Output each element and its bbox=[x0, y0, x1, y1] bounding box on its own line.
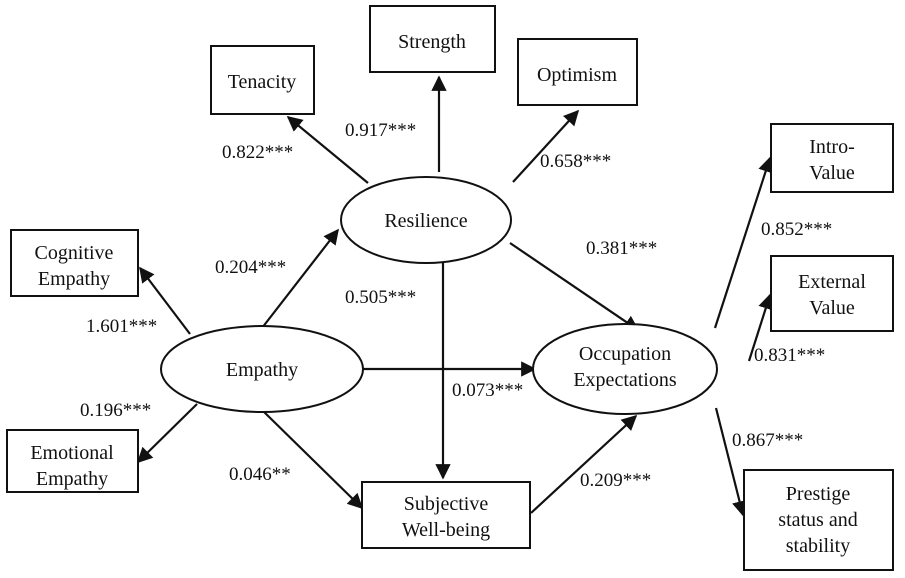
node-label: Tenacity bbox=[228, 71, 297, 93]
node-label: stability bbox=[786, 535, 850, 557]
node-label: Subjective bbox=[404, 493, 489, 515]
edge-empathy-emotional bbox=[136, 403, 198, 464]
node-label: Expectations bbox=[573, 369, 677, 391]
edge-occupation-external bbox=[747, 293, 774, 362]
edge-resilience-occupation bbox=[509, 242, 640, 331]
coef-empathy-cognitive: 1.601*** bbox=[86, 316, 157, 337]
coef-occupation-external: 0.831*** bbox=[754, 345, 825, 366]
node-external-value: External Value bbox=[770, 255, 894, 332]
coef-resilience-strength: 0.917*** bbox=[345, 120, 416, 141]
node-label: Emotional bbox=[30, 442, 114, 464]
edge-resilience-optimism bbox=[512, 109, 580, 183]
edge-empathy-cognitive bbox=[139, 266, 191, 335]
node-empathy: Empathy bbox=[160, 325, 364, 413]
edge-labels: 0.822*** 0.917*** 0.658*** 0.204*** 1.60… bbox=[80, 120, 832, 491]
node-subjective-wellbeing: Subjective Well-being bbox=[361, 481, 531, 549]
coef-resilience-wellbeing: 0.505*** bbox=[345, 287, 416, 308]
edge-resilience-tenacity bbox=[286, 116, 369, 184]
coef-occupation-intro: 0.852*** bbox=[761, 219, 832, 240]
node-label: Value bbox=[809, 297, 855, 319]
node-label: Value bbox=[809, 162, 855, 184]
coef-empathy-wellbeing: 0.046** bbox=[229, 464, 291, 485]
node-cognitive-empathy: Cognitive Empathy bbox=[10, 229, 139, 297]
edges bbox=[136, 75, 774, 517]
node-label: status and bbox=[778, 509, 857, 531]
node-label: Empathy bbox=[36, 468, 108, 490]
node-label: Well-being bbox=[402, 519, 490, 541]
node-label: Prestige bbox=[786, 483, 851, 505]
node-resilience: Resilience bbox=[340, 176, 512, 264]
node-label: Optimism bbox=[537, 64, 617, 86]
node-label: Empathy bbox=[38, 268, 110, 290]
node-label: External bbox=[798, 271, 866, 293]
node-label: Strength bbox=[398, 31, 466, 53]
node-label: Resilience bbox=[384, 210, 467, 232]
coef-resilience-occupation: 0.381*** bbox=[586, 238, 657, 259]
node-label: Intro- bbox=[809, 136, 855, 158]
node-label: Empathy bbox=[226, 359, 298, 381]
coef-occupation-prestige: 0.867*** bbox=[732, 430, 803, 451]
node-optimism: Optimism bbox=[517, 38, 638, 106]
edge-empathy-resilience bbox=[261, 228, 339, 329]
edge-occupation-intro bbox=[713, 156, 774, 329]
node-label: Cognitive bbox=[35, 242, 114, 264]
coef-resilience-optimism: 0.658*** bbox=[540, 151, 611, 172]
edge-empathy-wellbeing bbox=[261, 409, 364, 510]
node-emotional-empathy: Emotional Empathy bbox=[6, 429, 139, 493]
node-strength: Strength bbox=[369, 5, 496, 73]
coef-resilience-tenacity: 0.822*** bbox=[222, 142, 293, 163]
coef-empathy-resilience: 0.204*** bbox=[215, 257, 286, 278]
node-label: Occupation bbox=[579, 343, 671, 365]
coef-empathy-emotional: 0.196*** bbox=[80, 400, 151, 421]
edge-occupation-prestige bbox=[714, 407, 748, 517]
node-prestige: Prestige status and stability bbox=[743, 469, 894, 571]
node-occupation-expectations: Occupation Expectations bbox=[532, 323, 718, 415]
node-intro-value: Intro- Value bbox=[770, 123, 894, 193]
edge-wellbeing-occupation bbox=[530, 414, 638, 514]
node-tenacity: Tenacity bbox=[210, 45, 315, 115]
coef-wellbeing-occupation: 0.209*** bbox=[580, 470, 651, 491]
coef-empathy-occupation: 0.073*** bbox=[452, 380, 523, 401]
